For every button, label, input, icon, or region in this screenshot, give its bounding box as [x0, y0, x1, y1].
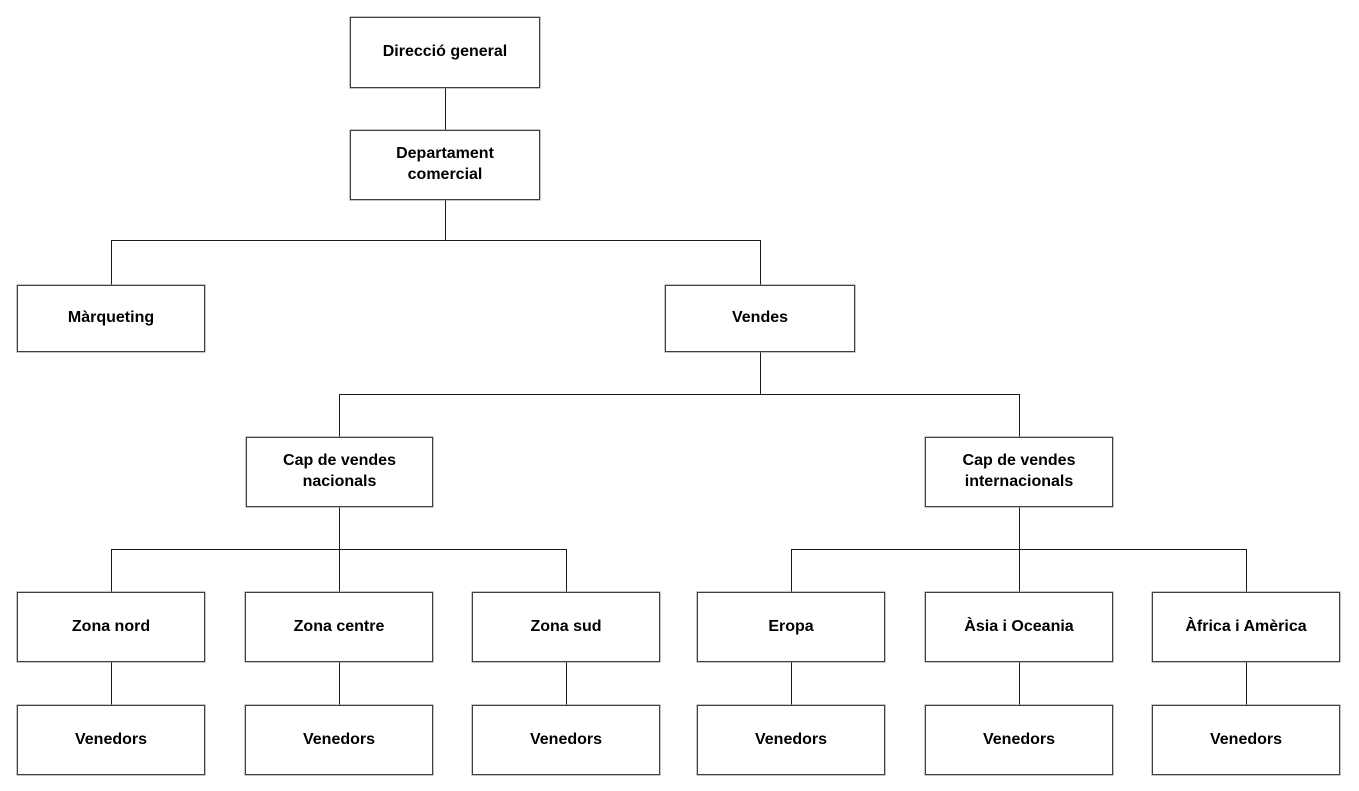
org-node-venedors-asia-oceania: Venedors: [925, 705, 1113, 775]
connector-line: [339, 394, 340, 437]
org-node-zona-nord: Zona nord: [17, 592, 205, 662]
org-node-venedors-zona-nord: Venedors: [17, 705, 205, 775]
org-node-zona-centre: Zona centre: [245, 592, 433, 662]
org-node-vendes: Vendes: [665, 285, 855, 352]
connector-line: [111, 549, 112, 592]
connector-line: [339, 549, 340, 592]
connector-line: [339, 394, 1019, 395]
org-node-venedors-zona-centre: Venedors: [245, 705, 433, 775]
connector-line: [760, 352, 761, 394]
connector-line: [111, 240, 760, 241]
connector-line: [791, 549, 1246, 550]
connector-line: [1019, 507, 1020, 549]
org-node-asia-oceania: Àsia i Oceania: [925, 592, 1113, 662]
connector-line: [1246, 662, 1247, 705]
connector-line: [111, 549, 566, 550]
connector-line: [791, 549, 792, 592]
connector-line: [566, 549, 567, 592]
connector-line: [339, 662, 340, 705]
connector-line: [760, 240, 761, 285]
connector-line: [445, 200, 446, 240]
connector-line: [111, 662, 112, 705]
org-node-venedors-africa-america: Venedors: [1152, 705, 1340, 775]
org-node-zona-sud: Zona sud: [472, 592, 660, 662]
connector-line: [566, 662, 567, 705]
connector-line: [111, 240, 112, 285]
org-node-venedors-zona-sud: Venedors: [472, 705, 660, 775]
connector-line: [339, 507, 340, 549]
connector-line: [1019, 394, 1020, 437]
org-node-africa-america: Àfrica i Amèrica: [1152, 592, 1340, 662]
org-node-marqueting: Màrqueting: [17, 285, 205, 352]
org-node-eropa: Eropa: [697, 592, 885, 662]
connector-line: [1019, 549, 1020, 592]
connector-line: [791, 662, 792, 705]
org-node-direccio-general: Direcció general: [350, 17, 540, 88]
org-node-cap-vendes-nacionals: Cap de vendes nacionals: [246, 437, 433, 507]
connector-line: [1019, 662, 1020, 705]
org-node-venedors-eropa: Venedors: [697, 705, 885, 775]
connector-line: [445, 88, 446, 130]
org-node-cap-vendes-internacionals: Cap de vendes internacionals: [925, 437, 1113, 507]
connector-line: [1246, 549, 1247, 592]
org-node-departament-comercial: Departament comercial: [350, 130, 540, 200]
